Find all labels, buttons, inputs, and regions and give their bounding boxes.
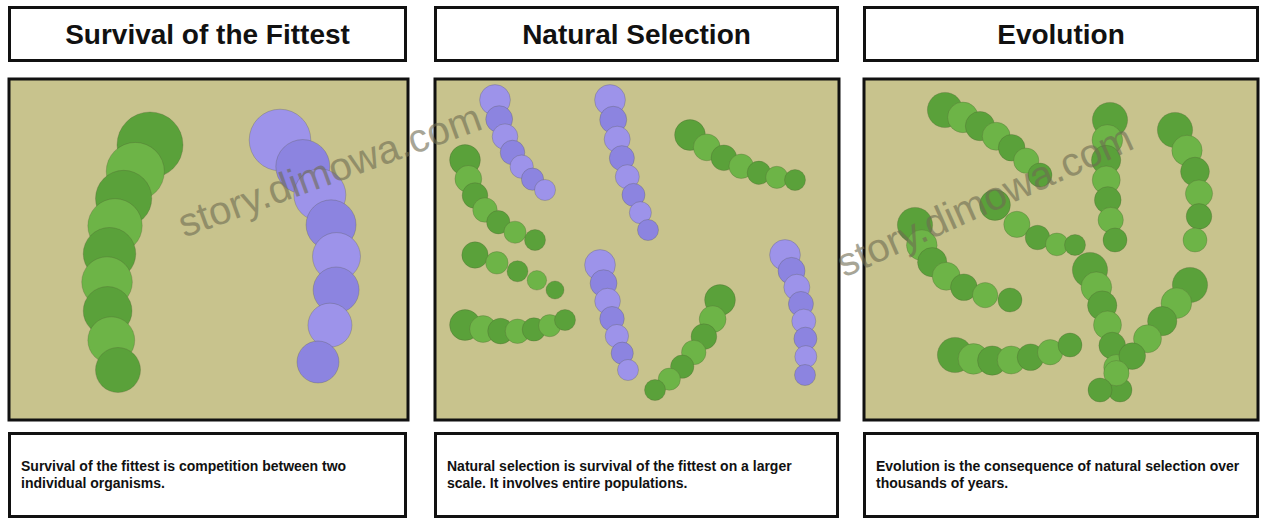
caterpillar-segment [525,230,546,251]
caterpillar-segment [555,310,576,331]
panel-heading: Natural Selection [434,6,839,62]
watermark: story.dimowa.com [172,94,487,246]
panel-heading: Evolution [863,6,1259,62]
heading-text: Evolution [874,17,1248,52]
caption-box: Evolution is the consequence of natural … [863,432,1259,518]
panel-heading: Survival of the Fittest [8,6,407,62]
caterpillar-segment [785,170,806,191]
caterpillar-segment [507,261,528,282]
caterpillar-segment [645,380,666,401]
caterpillar-segment [795,365,816,386]
caption-text: Evolution is the consequence of natural … [876,458,1246,493]
caterpillar-segment [618,360,639,381]
caterpillar-segment [546,281,564,299]
caterpillar-segment [535,180,556,201]
caption-text: Survival of the fittest is competition b… [21,458,394,493]
caption-box: Survival of the fittest is competition b… [8,432,407,518]
heading-text: Survival of the Fittest [19,17,396,52]
caterpillar-segment [297,341,339,383]
watermark: story.dimowa.com [830,115,1140,286]
caterpillar-segment [462,242,488,268]
caption-text: Natural selection is survival of the fit… [447,458,826,493]
caterpillar-segment [1103,228,1127,252]
caption-box: Natural selection is survival of the fit… [434,432,839,518]
scene-panel [9,79,408,420]
caterpillar-segment [527,271,547,291]
caterpillar-segment [972,282,997,307]
heading-text: Natural Selection [445,17,828,52]
caterpillar-segment [96,348,141,393]
scene-panel [435,79,839,420]
caterpillar-segment [638,220,659,241]
caterpillar-segment [1058,333,1082,357]
caterpillar-segment [486,252,509,275]
caterpillar-segment [504,221,526,243]
caterpillar-segment [1088,378,1112,402]
caterpillar-segment [1186,204,1212,230]
caterpillar-segment [1065,235,1086,256]
caterpillar-segment [308,303,352,347]
caterpillar-segment [998,288,1022,312]
caterpillar-segment [1183,228,1207,252]
